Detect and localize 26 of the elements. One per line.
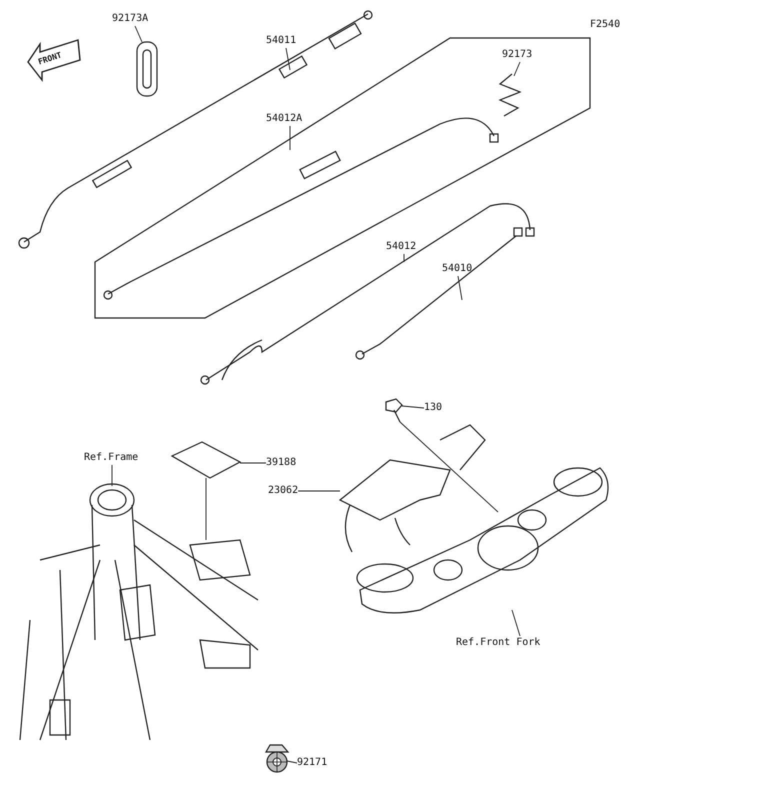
label-sheet-drawing <box>170 440 242 480</box>
part-number: 23062 <box>268 484 298 498</box>
leader-line <box>286 48 290 70</box>
direction-label: FRONT <box>36 50 64 69</box>
part-number: 92173A <box>112 12 148 26</box>
leader-line <box>240 462 266 464</box>
part-number: 54010 <box>442 262 472 276</box>
leader-line <box>512 610 520 636</box>
drawing-number: F2540 <box>590 18 620 32</box>
bolt-drawing <box>383 398 405 424</box>
part-number: 39188 <box>266 456 296 470</box>
part-number: 130 <box>424 401 442 415</box>
leader-line <box>402 406 424 408</box>
leader-line <box>298 490 340 492</box>
part-number: 92171 <box>297 756 328 770</box>
part-number: 92173 <box>502 48 532 62</box>
part-number: 54012A <box>266 112 302 126</box>
leader-line <box>134 26 142 42</box>
part-number: 54011 <box>266 34 296 48</box>
reference-label: Ref.Frame <box>84 451 138 465</box>
part-number: 54012 <box>386 240 416 254</box>
leader-line <box>286 760 298 764</box>
leader-line <box>514 62 520 76</box>
leader-line <box>458 276 462 300</box>
leader-line <box>400 422 498 512</box>
reference-label: Ref.Front Fork <box>456 636 540 650</box>
